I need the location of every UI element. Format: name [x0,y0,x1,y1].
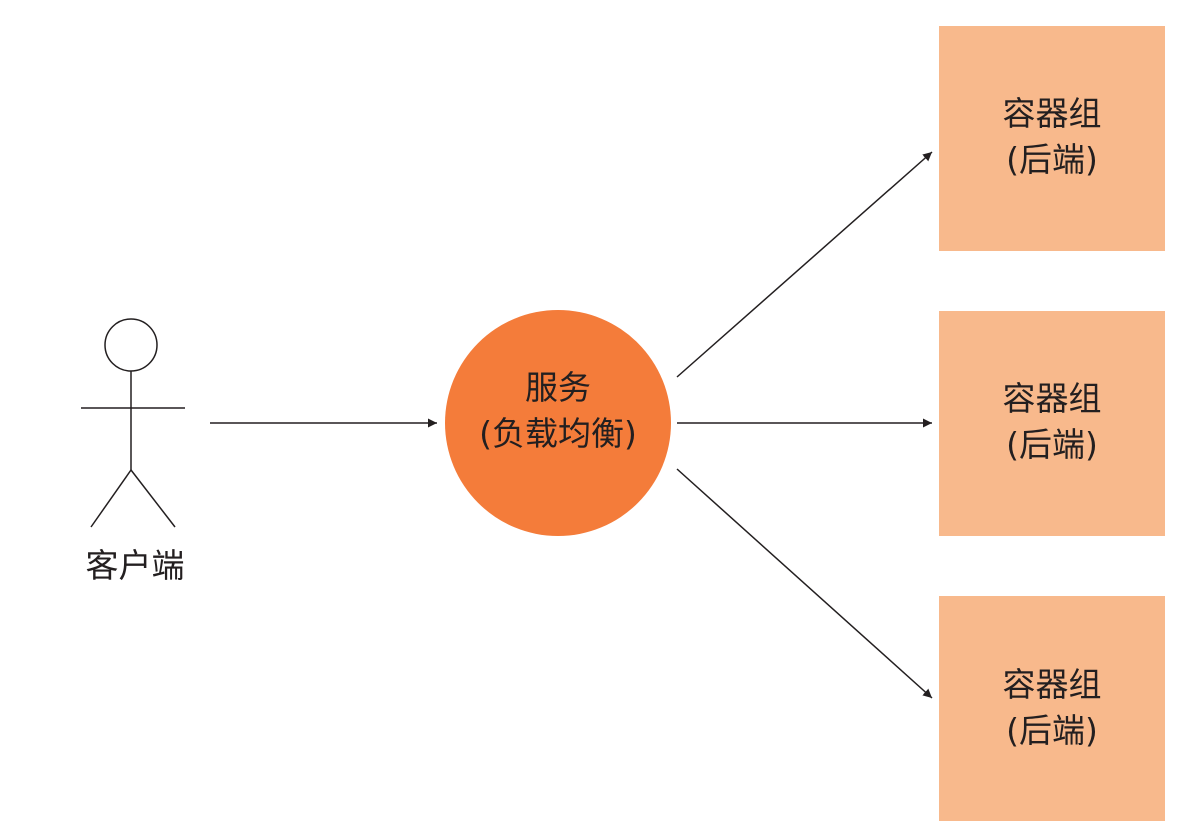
service-to-pod-3-arrow [676,468,933,699]
pod-2: 容器组 (后端) [939,311,1165,536]
pod-subtitle: (后端) [1006,711,1098,750]
pod-box [939,311,1165,536]
service-circle [445,310,671,536]
pod-title: 容器组 [1003,94,1102,133]
pod-title: 容器组 [1003,379,1102,418]
actor-left-leg [90,469,132,528]
pod-subtitle: (后端) [1006,140,1098,179]
client-label: 客户端 [86,546,185,585]
pod-box [939,26,1165,251]
client-actor: 客户端 [81,318,185,585]
pod-subtitle: (后端) [1006,425,1098,464]
service-subtitle: (负载均衡) [479,414,637,453]
pod-1: 容器组 (后端) [939,26,1165,251]
pod-title: 容器组 [1003,665,1102,704]
pod-box [939,596,1165,821]
service-to-pod-1-arrow [676,151,933,378]
service-title: 服务 [525,368,591,407]
pod-3: 容器组 (后端) [939,596,1165,821]
actor-head [104,318,158,372]
service-node: 服务 (负载均衡) [445,310,671,536]
actor-right-leg [130,469,176,528]
